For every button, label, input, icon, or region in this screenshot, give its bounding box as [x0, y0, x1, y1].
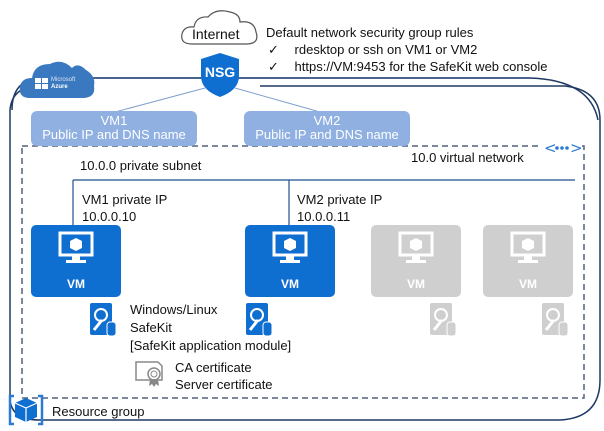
vm4-tile[interactable]: VM [483, 225, 573, 297]
disk-icon [430, 303, 457, 337]
nsg-link-vm1 [114, 87, 206, 113]
vm-label: VM [281, 277, 299, 291]
azure-region-border [9, 85, 601, 421]
subnet-label: 10.0.0 private subnet [80, 158, 202, 173]
public-ip-label: Public IP and DNS name [42, 127, 186, 142]
vm1-tile[interactable]: VM [31, 225, 121, 297]
resource-group-icon [8, 394, 44, 426]
certificate-line: Server certificate [175, 377, 273, 392]
vm2-private-ip: VM2 private IP 10.0.0.11 [297, 191, 382, 225]
vm3-tile[interactable]: VM [371, 225, 461, 297]
vm2-tile[interactable]: VM [245, 225, 335, 297]
internet-label: Internet [192, 26, 240, 42]
private-ip-value: 10.0.0.11 [297, 209, 351, 224]
rule-text: https://VM:9453 for the SafeKit web cons… [294, 59, 548, 74]
rule-item: ✓ https://VM:9453 for the SafeKit web co… [268, 59, 547, 75]
nsg-link-vm2 [234, 87, 321, 113]
vm1-private-ip: VM1 private IP 10.0.0.10 [82, 191, 167, 225]
vm-label: VM [407, 277, 425, 291]
vnet-label: 10.0 virtual network [411, 150, 524, 165]
azure-line1: Microsoft [51, 77, 76, 83]
azure-cloud-icon [19, 61, 95, 98]
nsg-shield[interactable]: NSG [199, 52, 241, 98]
azure-line2: Azure [51, 84, 68, 90]
cloud-icon [181, 10, 258, 45]
vnet-icon: < > [542, 139, 583, 157]
check-icon: ✓ [268, 59, 279, 74]
rules-title: Default network security group rules [266, 25, 474, 40]
svg-text:<: < [544, 140, 557, 156]
certificate-icon [135, 361, 163, 387]
private-ip-value: 10.0.0.10 [82, 209, 137, 224]
vm1-public-ip-box[interactable]: VM1 Public IP and DNS name [31, 111, 197, 146]
disk-icon [90, 303, 117, 337]
vm-label: VM [519, 277, 537, 291]
certificate-info: CA certificate Server certificate [175, 359, 273, 393]
public-ip-label: Public IP and DNS name [255, 127, 399, 142]
nsg-label: NSG [204, 64, 236, 80]
monitor-icon [398, 231, 434, 263]
vm2-public-ip-box[interactable]: VM2 Public IP and DNS name [244, 111, 410, 146]
rule-item: ✓ rdesktop or ssh on VM1 or VM2 [268, 42, 477, 58]
disk-icon [542, 303, 569, 337]
svg-text:>: > [570, 140, 582, 156]
monitor-icon [510, 231, 546, 263]
rule-text: rdesktop or ssh on VM1 or VM2 [294, 42, 478, 57]
monitor-icon [272, 231, 308, 263]
certificate-line: CA certificate [175, 360, 252, 375]
monitor-icon [58, 231, 94, 263]
disk-icon [246, 303, 273, 337]
resource-group-label: Resource group [52, 404, 145, 419]
software-line: Windows/Linux [130, 302, 218, 317]
azure-logo: Microsoft Azure [18, 58, 96, 100]
private-ip-title: VM1 private IP [82, 192, 168, 207]
software-line: [SafeKit application module] [130, 338, 292, 353]
vm-label: VM [67, 277, 85, 291]
check-icon: ✓ [268, 42, 279, 57]
vnet-border [21, 145, 585, 399]
public-ip-vm-name: VM1 [100, 113, 128, 128]
software-info: Windows/Linux SafeKit [SafeKit applicati… [130, 301, 291, 355]
shield-icon [201, 53, 239, 97]
internet-cloud: Internet [178, 6, 262, 48]
private-ip-title: VM2 private IP [297, 192, 383, 207]
software-line: SafeKit [130, 320, 172, 335]
public-ip-vm-name: VM2 [313, 113, 341, 128]
